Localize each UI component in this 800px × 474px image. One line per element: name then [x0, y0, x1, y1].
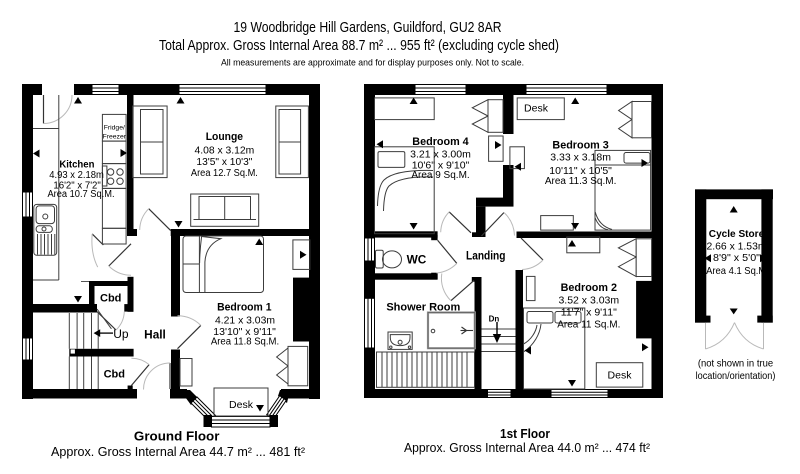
svg-text:11'7" x 9'11": 11'7" x 9'11" — [561, 306, 617, 318]
svg-text:Desk: Desk — [229, 399, 254, 411]
svg-text:Bedroom 2: Bedroom 2 — [561, 282, 617, 294]
svg-text:4.93 x 2.18m: 4.93 x 2.18m — [49, 170, 104, 181]
svg-text:Lounge: Lounge — [206, 131, 243, 143]
svg-text:8'9" x 5'0": 8'9" x 5'0" — [713, 252, 760, 264]
svg-text:Desk: Desk — [524, 103, 549, 115]
svg-text:Kitchen: Kitchen — [59, 159, 94, 171]
svg-text:Shower Room: Shower Room — [386, 302, 460, 314]
svg-text:Fridge/: Fridge/ — [104, 125, 125, 132]
svg-text:Area 12.7 Sq.M.: Area 12.7 Sq.M. — [191, 168, 258, 179]
svg-text:Landing: Landing — [466, 248, 505, 262]
svg-text:Freezer: Freezer — [103, 134, 127, 141]
svg-text:Area 11.3 Sq.M.: Area 11.3 Sq.M. — [545, 176, 617, 187]
svg-text:(not shown in true: (not shown in true — [698, 358, 773, 370]
svg-text:Area 11.8 Sq.M.: Area 11.8 Sq.M. — [211, 337, 279, 348]
svg-text:Bedroom 3: Bedroom 3 — [552, 140, 608, 152]
svg-text:4.21 x 3.03m: 4.21 x 3.03m — [215, 315, 275, 327]
svg-text:Desk: Desk — [608, 370, 633, 382]
svg-text:2.66 x 1.53m: 2.66 x 1.53m — [707, 241, 767, 253]
svg-text:13'10" x 9'11": 13'10" x 9'11" — [213, 326, 276, 338]
svg-text:Up: Up — [113, 327, 129, 341]
svg-text:WC: WC — [407, 252, 427, 266]
svg-text:3.52 x 3.03m: 3.52 x 3.03m — [558, 294, 619, 306]
svg-text:Bedroom 4: Bedroom 4 — [412, 136, 468, 148]
svg-text:Area 11 Sq.M.: Area 11 Sq.M. — [557, 319, 620, 330]
svg-text:19 Woodbridge Hill Gardens, Gu: 19 Woodbridge Hill Gardens, Guildford, G… — [234, 20, 502, 36]
svg-text:Cbd: Cbd — [104, 369, 125, 381]
svg-text:Cycle Store: Cycle Store — [709, 229, 765, 240]
svg-text:Area 4.1 Sq.M.: Area 4.1 Sq.M. — [706, 265, 769, 277]
svg-text:Approx. Gross Internal Area 44: Approx. Gross Internal Area 44.0 m² ... … — [404, 440, 651, 455]
svg-text:All measurements are approxima: All measurements are approximate and for… — [221, 58, 524, 69]
svg-text:Area 9 Sq.M.: Area 9 Sq.M. — [411, 170, 469, 181]
svg-text:4.08 x 3.12m: 4.08 x 3.12m — [195, 144, 255, 156]
svg-text:Dn: Dn — [489, 315, 500, 324]
svg-text:16'2" x 7'2": 16'2" x 7'2" — [53, 180, 101, 191]
svg-text:3.21 x 3.00m: 3.21 x 3.00m — [410, 149, 471, 161]
svg-text:13'5" x 10'3": 13'5" x 10'3" — [196, 156, 252, 168]
svg-text:10'6" x 9'10": 10'6" x 9'10" — [412, 160, 470, 172]
svg-text:location/orientation): location/orientation) — [696, 370, 776, 382]
svg-text:10'11" x 10'5": 10'11" x 10'5" — [549, 165, 612, 177]
svg-text:Hall: Hall — [144, 328, 166, 342]
svg-text:Bedroom 1: Bedroom 1 — [217, 301, 271, 313]
svg-text:Approx. Gross Internal Area 44: Approx. Gross Internal Area 44.7 m² ... … — [51, 444, 306, 459]
svg-text:Area 10.7 Sq.M.: Area 10.7 Sq.M. — [47, 189, 114, 200]
svg-text:Ground Floor: Ground Floor — [134, 429, 220, 444]
svg-text:Cbd: Cbd — [100, 293, 121, 305]
svg-text:Total Approx. Gross Internal A: Total Approx. Gross Internal Area 88.7 m… — [159, 37, 559, 54]
svg-text:1st Floor: 1st Floor — [500, 426, 550, 441]
svg-text:3.33 x 3.18m: 3.33 x 3.18m — [550, 152, 611, 164]
